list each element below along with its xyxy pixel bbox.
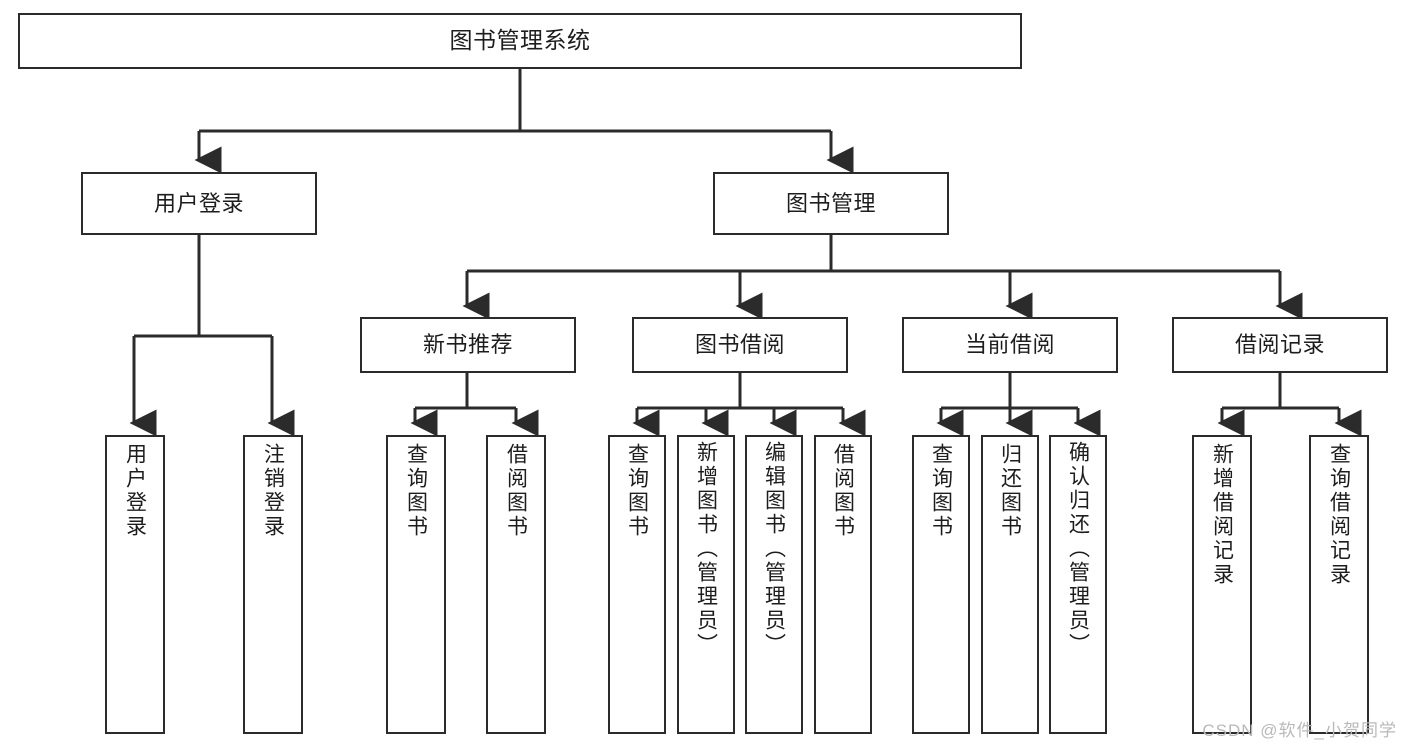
node-leaf-logout[interactable]: 注销登录 — [243, 435, 303, 734]
node-leaf-query-borrow-record[interactable]: 查询借阅记录 — [1309, 435, 1369, 734]
node-label: 注销登录 — [261, 443, 285, 539]
node-label: 查询图书 — [404, 443, 428, 539]
node-leaf-add-borrow-record[interactable]: 新增借阅记录 — [1192, 435, 1252, 734]
node-label: 借阅记录 — [1234, 332, 1325, 358]
node-leaf-borrow-book-recommend[interactable]: 借阅图书 — [486, 435, 546, 734]
watermark: CSDN @软件_小贺同学 — [1202, 721, 1397, 740]
node-label: 用户登录 — [153, 190, 244, 216]
node-current-borrow[interactable]: 当前借阅 — [902, 317, 1118, 373]
node-leaf-confirm-return[interactable]: 确认归还（管理员） — [1049, 435, 1107, 734]
node-label: 借阅图书 — [504, 443, 528, 539]
node-leaf-query-book-recommend[interactable]: 查询图书 — [386, 435, 446, 734]
node-book-borrow[interactable]: 图书借阅 — [632, 317, 848, 373]
node-label: 确认归还（管理员） — [1066, 441, 1090, 657]
node-label: 新增图书（管理员） — [694, 441, 718, 657]
node-label: 归还图书 — [998, 443, 1022, 539]
node-leaf-query-book-current[interactable]: 查询图书 — [912, 435, 970, 734]
node-leaf-borrow-book[interactable]: 借阅图书 — [814, 435, 872, 734]
node-label: 新书推荐 — [422, 332, 513, 358]
node-user-login[interactable]: 用户登录 — [81, 172, 317, 235]
node-leaf-add-book[interactable]: 新增图书（管理员） — [677, 435, 735, 734]
node-label: 查询借阅记录 — [1327, 443, 1351, 587]
node-borrow-record[interactable]: 借阅记录 — [1172, 317, 1388, 373]
node-leaf-user-login[interactable]: 用户登录 — [105, 435, 165, 734]
node-label: 当前借阅 — [964, 332, 1055, 358]
node-label: 编辑图书（管理员） — [762, 441, 786, 657]
node-leaf-query-book-borrow[interactable]: 查询图书 — [608, 435, 666, 734]
node-label: 用户登录 — [123, 443, 147, 539]
node-label: 借阅图书 — [831, 443, 855, 539]
node-new-book-recommend[interactable]: 新书推荐 — [360, 317, 576, 373]
node-label: 查询图书 — [929, 443, 953, 539]
node-leaf-return-book[interactable]: 归还图书 — [981, 435, 1039, 734]
node-label: 图书管理 — [785, 190, 876, 216]
node-book-management-system[interactable]: 图书管理系统 — [18, 13, 1022, 69]
node-label: 新增借阅记录 — [1210, 443, 1234, 587]
node-label: 图书管理系统 — [449, 27, 591, 54]
node-leaf-edit-book[interactable]: 编辑图书（管理员） — [745, 435, 803, 734]
node-label: 查询图书 — [625, 443, 649, 539]
node-label: 图书借阅 — [694, 332, 785, 358]
node-book-manage[interactable]: 图书管理 — [713, 172, 949, 235]
